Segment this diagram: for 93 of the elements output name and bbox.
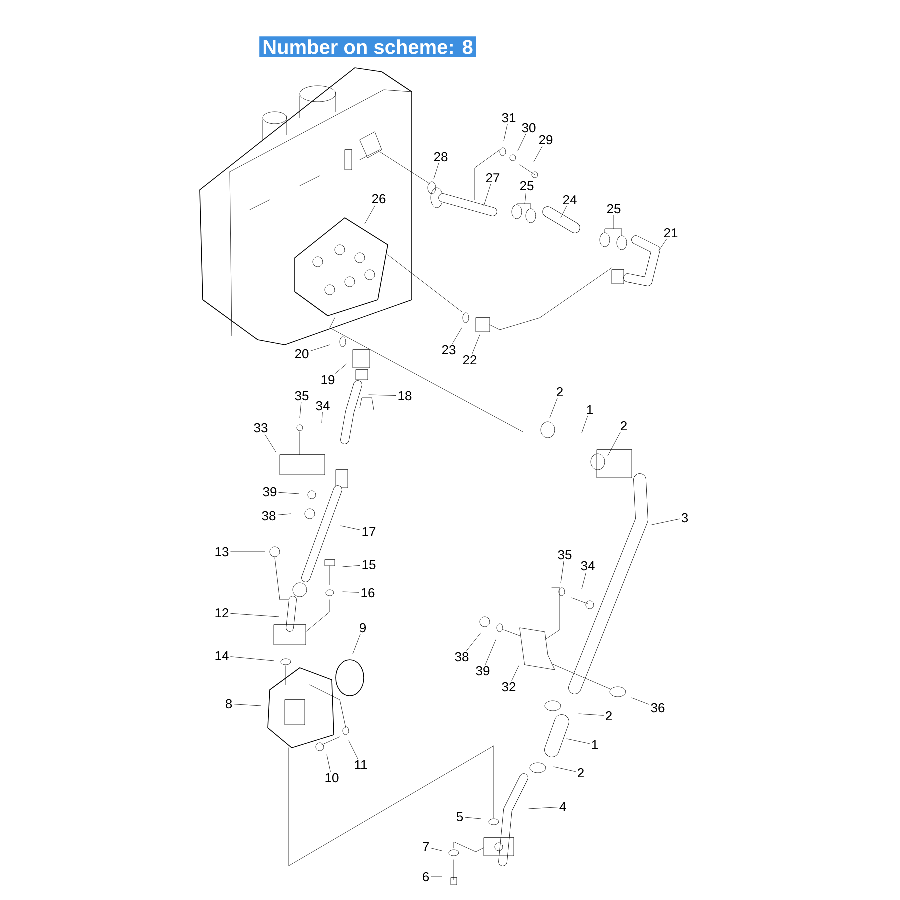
callout-number: 18: [398, 391, 412, 401]
leader-line: [352, 634, 361, 654]
callout-number: 7: [423, 842, 429, 852]
callout-number: 34: [316, 401, 330, 411]
leader-line: [434, 163, 440, 180]
callout-number: 33: [254, 423, 268, 433]
title-banner: Number on scheme: 8: [260, 36, 476, 58]
callout-number: 20: [295, 349, 309, 359]
leader-line: [466, 632, 482, 651]
callout-number: 39: [263, 487, 277, 497]
leader-line: [504, 124, 508, 142]
callout-number: 38: [262, 511, 276, 521]
leader-line: [342, 566, 360, 568]
callout-number: 28: [434, 152, 448, 162]
callout-number: 14: [216, 652, 229, 660]
leader-line: [484, 184, 492, 206]
leader-line: [230, 656, 274, 662]
callout-number: 19: [322, 375, 335, 385]
callout-number: 1: [587, 406, 593, 414]
callout-number: 2: [578, 768, 584, 778]
leader-line: [452, 328, 462, 344]
callout-number: 3: [682, 513, 688, 523]
callout-number: 9: [360, 623, 366, 633]
leader-line: [528, 807, 558, 810]
callout-number: 10: [326, 773, 339, 783]
callout-number: 12: [216, 608, 229, 618]
leader-line: [335, 364, 348, 374]
leader-line: [364, 205, 376, 224]
leader-line: [465, 817, 482, 820]
leader-line: [278, 514, 292, 516]
leader-line: [342, 592, 360, 593]
callout-number: 21: [664, 228, 678, 238]
callout-number: 5: [456, 812, 464, 822]
leader-line: [234, 704, 262, 706]
callout-number: 22: [463, 355, 477, 365]
callout-number: 27: [486, 173, 500, 183]
callout-number: 2: [621, 421, 627, 431]
leader-line: [632, 698, 650, 705]
leader-line: [485, 640, 496, 665]
leader-line: [534, 146, 543, 162]
leader-line: [512, 666, 520, 681]
leader-line: [340, 526, 360, 530]
leader-line: [230, 613, 280, 618]
callout-number: 24: [563, 195, 577, 205]
leader-line: [608, 432, 621, 456]
callout-number: 35: [295, 391, 309, 401]
callout-number: 31: [502, 113, 516, 123]
callout-number: 35: [558, 550, 572, 560]
leader-line: [652, 518, 680, 526]
leader-line: [524, 192, 526, 204]
leader-line: [368, 394, 396, 396]
callout-number: 11: [355, 760, 368, 770]
callout-number: 2: [557, 387, 563, 397]
callout-number: 4: [560, 802, 566, 812]
callout-number: 26: [372, 194, 386, 204]
leader-line: [348, 740, 358, 760]
leader-line: [472, 334, 480, 354]
leader-line: [431, 876, 442, 878]
leader-line: [550, 398, 558, 418]
leader-line: [560, 206, 568, 218]
callout-number: 2: [606, 711, 612, 721]
callout-number: 15: [362, 560, 376, 570]
leader-line: [322, 412, 323, 424]
leader-line: [518, 134, 526, 152]
callout-number: 16: [362, 588, 375, 598]
leader-line: [582, 416, 588, 434]
leader-line: [264, 434, 276, 452]
callout-number: 39: [476, 666, 490, 676]
callout-number: 8: [226, 699, 232, 709]
leader-line: [300, 402, 302, 418]
callout-number: 29: [539, 135, 553, 145]
callout-number: 32: [502, 682, 516, 692]
callout-number: 34: [581, 561, 595, 571]
leader-line: [278, 492, 300, 494]
leader-line: [658, 239, 668, 252]
callout-number: 25: [607, 204, 621, 214]
leader-line: [431, 848, 442, 852]
leader-line: [566, 738, 590, 744]
leader-line: [578, 714, 604, 716]
leader-line: [310, 344, 330, 352]
callout-number: 30: [522, 123, 536, 133]
callout-number: 17: [362, 528, 376, 536]
callout-number: 25: [520, 181, 534, 191]
callout-number: 1: [592, 740, 598, 750]
leader-line: [560, 561, 564, 584]
leader-line: [326, 754, 331, 772]
leader-line: [554, 766, 576, 772]
callout-number: 6: [423, 872, 430, 882]
callout-number: 23: [442, 345, 456, 355]
callout-number: 36: [651, 703, 665, 713]
leader-line: [582, 572, 587, 590]
callout-number: 38: [455, 652, 469, 662]
callout-number: 13: [216, 547, 229, 557]
